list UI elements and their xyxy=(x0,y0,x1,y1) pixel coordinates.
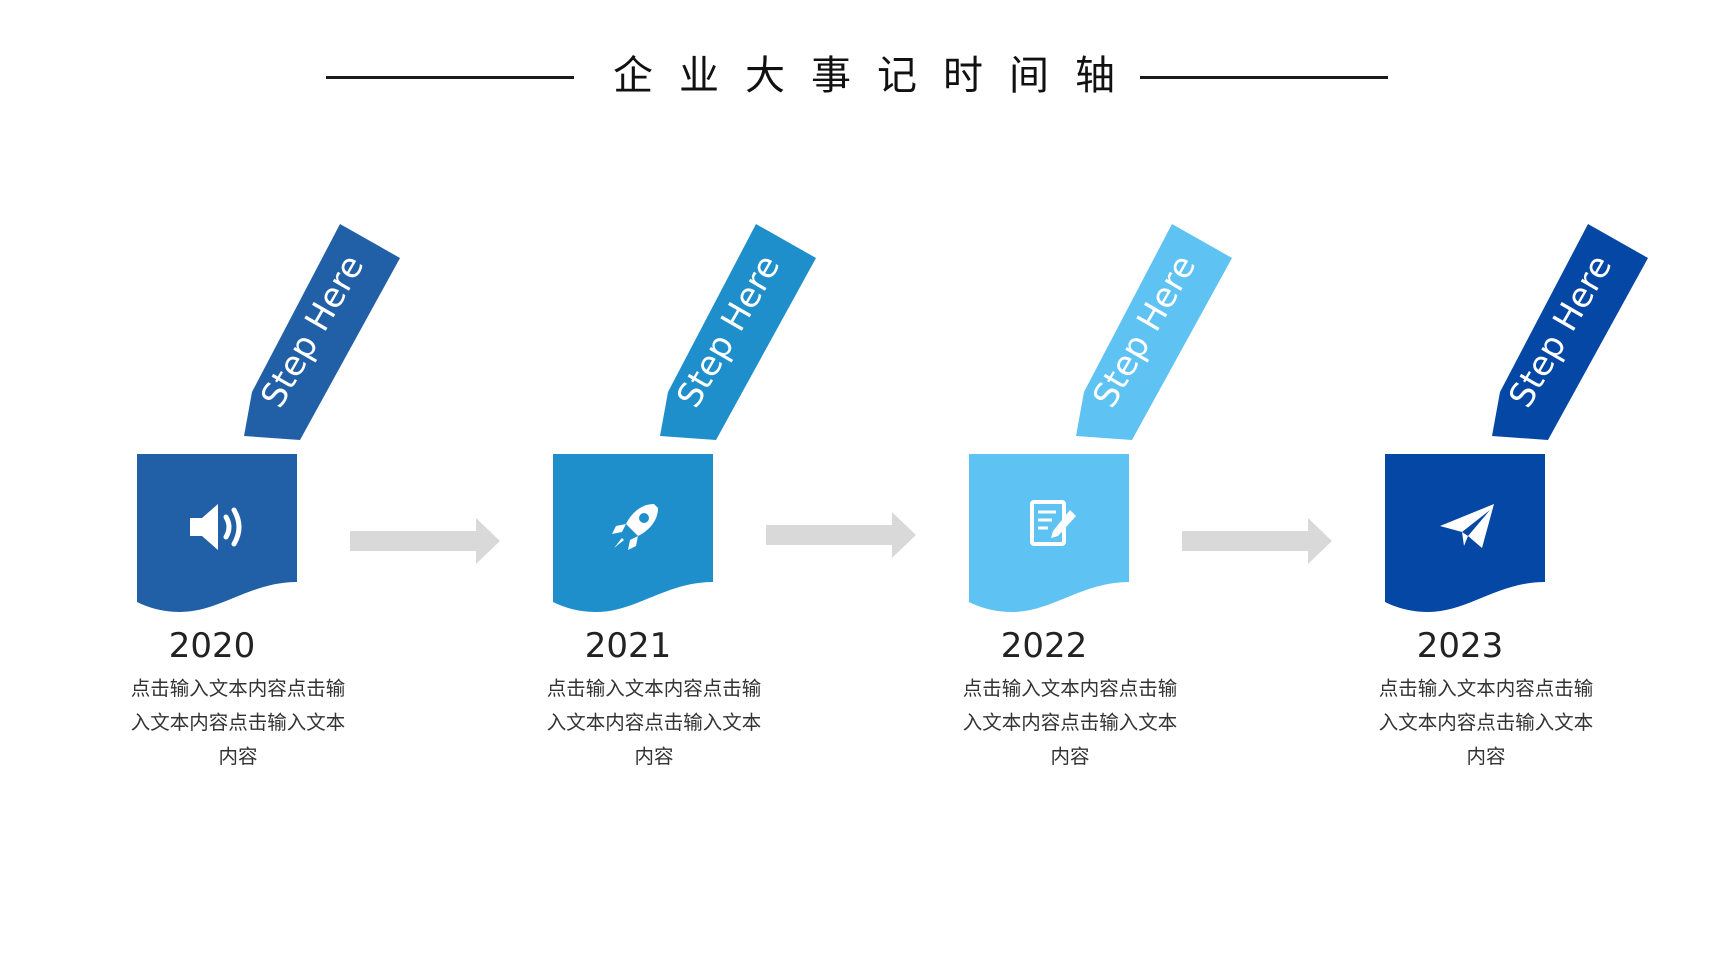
title-divider-left xyxy=(326,76,574,79)
step-description: 点击输入文本内容点击输入文本内容点击输入文本内容 xyxy=(962,677,1178,768)
step-year: 2023 xyxy=(1416,626,1504,666)
step-description: 点击输入文本内容点击输入文本内容点击输入文本内容 xyxy=(546,677,762,768)
step-card: Step Here xyxy=(969,224,1232,612)
step-year: 2020 xyxy=(168,626,256,666)
step-icon-tile xyxy=(1385,454,1545,612)
step-year: 2021 xyxy=(584,626,672,666)
step-ribbon xyxy=(660,224,816,440)
rocket-icon xyxy=(612,504,658,550)
speaker-icon xyxy=(190,504,242,550)
timeline-step-2020: Step Here 2020 点击输入文本内容点击输入文本内容点击输入文本内容 xyxy=(100,0,460,972)
timeline-arrow xyxy=(350,518,500,564)
step-ribbon xyxy=(244,224,400,440)
timeline-step-2023: Step Here 2023 点击输入文本内容点击输入文本内容点击输入文本内容 xyxy=(1348,0,1708,972)
step-card: Step Here xyxy=(137,224,400,612)
step-ribbon xyxy=(1492,224,1648,440)
step-icon-tile xyxy=(969,454,1129,612)
paper-plane-icon xyxy=(1440,504,1494,548)
step-description: 点击输入文本内容点击输入文本内容点击输入文本内容 xyxy=(130,677,346,768)
timeline-arrow xyxy=(766,512,916,558)
document-edit-icon xyxy=(1030,500,1076,546)
timeline-step-2022: Step Here 2022 点击输入文本内容点击输入文本内容点击输入文本内容 xyxy=(932,0,1292,972)
timeline-step-2021: Step Here 2021 点击输入文本内容点击输入文本内容点击输入文本内容 xyxy=(516,0,876,972)
step-card: Step Here xyxy=(553,224,816,612)
step-year: 2022 xyxy=(1000,626,1088,666)
title-divider-right xyxy=(1140,76,1388,79)
timeline-arrow xyxy=(1182,518,1332,564)
step-ribbon xyxy=(1076,224,1232,440)
step-icon-tile xyxy=(553,454,713,612)
step-card: Step Here xyxy=(1385,224,1648,612)
page-title: 企业大事记时间轴 xyxy=(613,53,1141,99)
step-description: 点击输入文本内容点击输入文本内容点击输入文本内容 xyxy=(1378,677,1594,768)
